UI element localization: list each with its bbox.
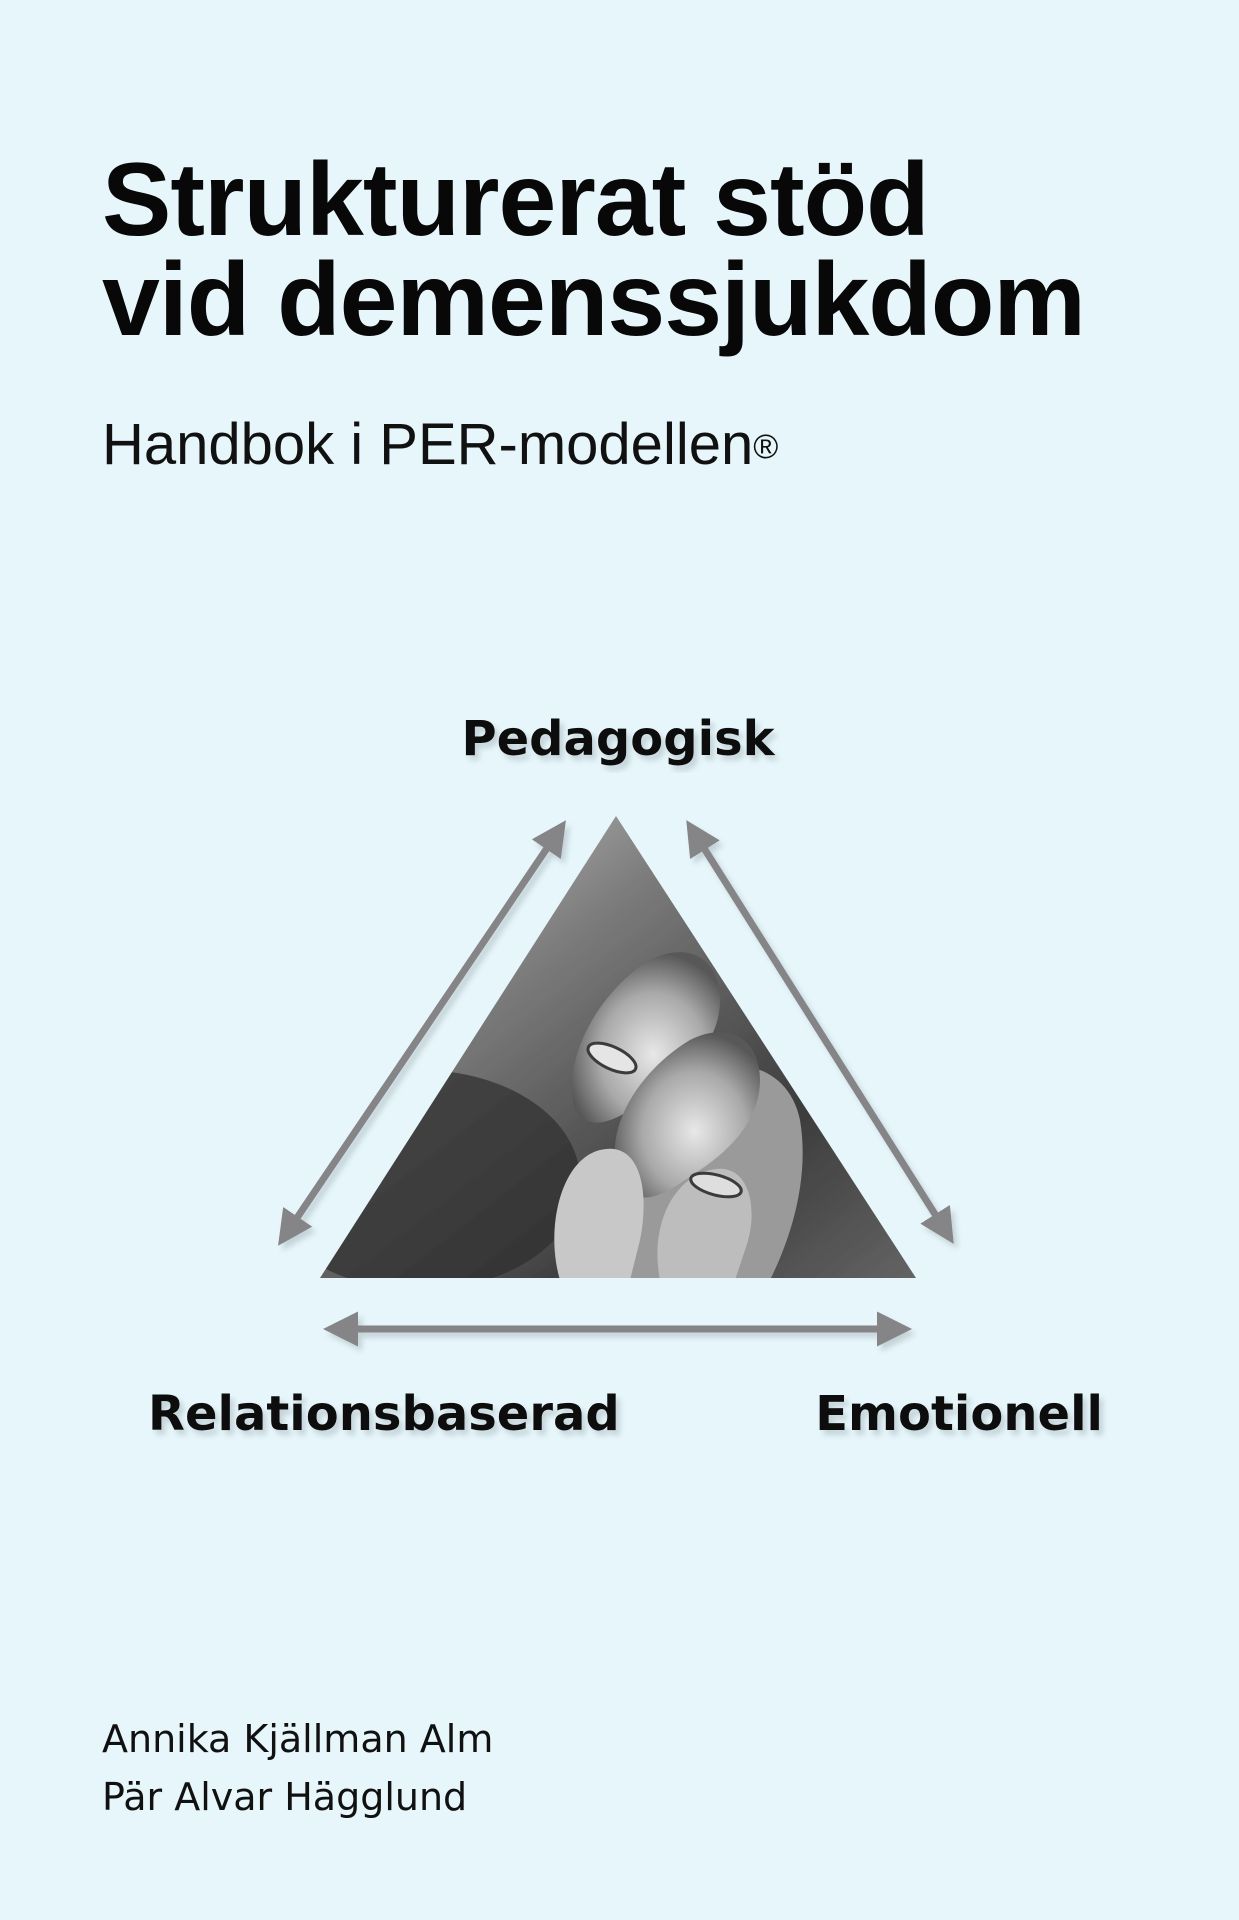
label-pedagogisk: Pedagogisk [461,711,775,767]
subtitle-text: Handbok i PER-modellen [102,412,754,477]
author-list: Annika Kjällman Alm Pär Alvar Hägglund [102,1710,493,1826]
relationship-arrows [278,820,954,1347]
title-line-2: vid demenssjukdom [102,242,1086,358]
hands-photo-triangle [320,816,916,1278]
title-line-1: Strukturerat stöd [102,142,930,258]
book-subtitle: Handbok i PER-modellen® [102,410,778,482]
arrow-left-diagonal [278,820,566,1246]
author-name: Pär Alvar Hägglund [102,1775,468,1819]
label-emotionell: Emotionell [815,1386,1103,1442]
book-title: Strukturerat stöd vid demenssjukdom [102,142,1182,358]
label-relationsbaserad: Relationsbaserad [148,1386,620,1442]
author-name: Annika Kjällman Alm [102,1717,494,1761]
arrow-right-diagonal [686,820,954,1244]
registered-mark: ® [753,428,779,466]
